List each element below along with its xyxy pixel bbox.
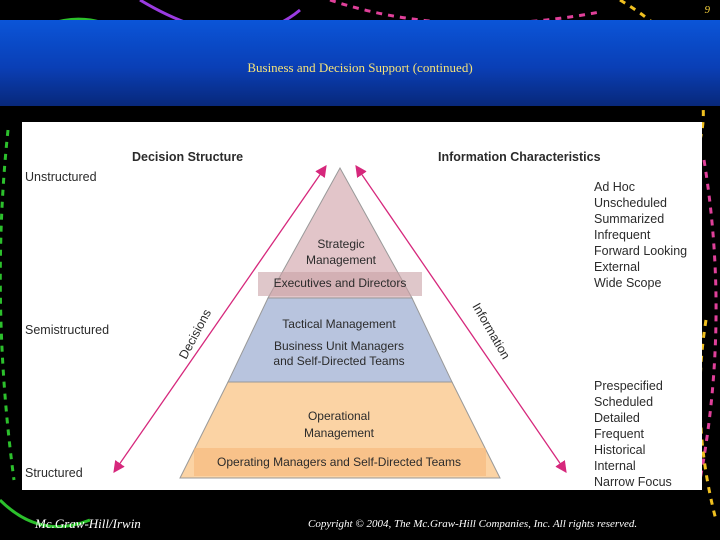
- decision-structure-header: Decision Structure: [132, 150, 243, 164]
- information-characteristics-header: Information Characteristics: [438, 150, 601, 164]
- strategic-label-line1: Strategic: [317, 237, 364, 251]
- info-top-item: Forward Looking: [594, 244, 687, 258]
- info-top-item: Summarized: [594, 212, 664, 226]
- strategic-label-line2: Management: [306, 253, 377, 267]
- info-bottom-item: Historical: [594, 443, 645, 457]
- operational-sub-label: Operating Managers and Self-Directed Tea…: [217, 455, 461, 469]
- tactical-line2: and Self-Directed Teams: [273, 354, 404, 368]
- information-arrow: [355, 165, 567, 473]
- decisions-label: Decisions: [176, 307, 214, 361]
- info-top-item: External: [594, 260, 640, 274]
- info-bottom-item: Prespecified: [594, 379, 663, 393]
- info-top-item: Ad Hoc: [594, 180, 635, 194]
- operational-label-line2: Management: [304, 426, 375, 440]
- info-bottom-item: Internal: [594, 459, 636, 473]
- info-bottom-item: Detailed: [594, 411, 640, 425]
- info-bottom-item: Frequent: [594, 427, 645, 441]
- info-top-item: Wide Scope: [594, 276, 661, 290]
- title-banner: [0, 20, 720, 106]
- info-bottom-item: Narrow Focus: [594, 475, 672, 489]
- tactical-line1: Business Unit Managers: [274, 339, 404, 353]
- strategic-sub-label: Executives and Directors: [274, 276, 407, 290]
- level-semistructured: Semistructured: [25, 323, 109, 337]
- operational-label-line1: Operational: [308, 409, 370, 423]
- info-top-item: Unscheduled: [594, 196, 667, 210]
- information-label: Information: [469, 301, 512, 362]
- decisions-arrow: [113, 165, 327, 473]
- publisher-footer: Mc.Graw-Hill/Irwin: [35, 516, 141, 531]
- info-top-item: Infrequent: [594, 228, 651, 242]
- level-unstructured: Unstructured: [25, 170, 97, 184]
- slide-number: 9: [704, 4, 711, 16]
- tactical-title: Tactical Management: [282, 317, 396, 331]
- level-structured: Structured: [25, 466, 83, 480]
- copyright-footer: Copyright © 2004, The Mc.Graw-Hill Compa…: [308, 518, 638, 530]
- info-bottom-item: Scheduled: [594, 395, 653, 409]
- slide-title: Business and Decision Support (continued…: [247, 60, 473, 75]
